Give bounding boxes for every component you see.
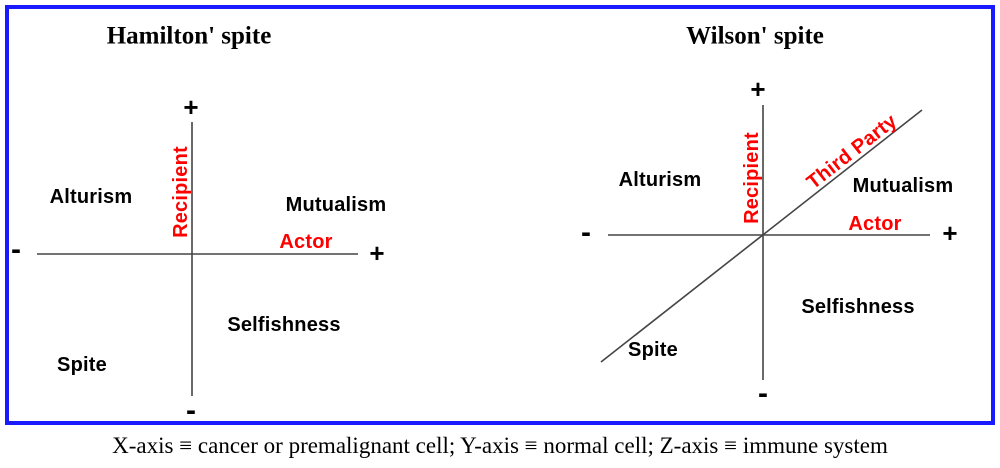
hamilton-quadrant-top-right: Mutualism (285, 194, 387, 216)
figure-caption: X-axis ≡ cancer or premalignant cell; Y-… (112, 433, 888, 458)
wilson-quadrant-bottom-left: Spite (628, 339, 678, 361)
hamilton-quadrant-top-left: Alturism (49, 186, 133, 208)
hamilton-x-minus-sign: - (11, 233, 21, 266)
hamilton-y-minus-sign: - (186, 394, 196, 427)
wilson-quadrant-top-left: Alturism (618, 169, 702, 191)
figure-border (5, 5, 995, 425)
hamilton-quadrant-bottom-right: Selfishness (227, 314, 341, 336)
wilson-z-axis-line (600, 109, 923, 363)
hamilton-y-axis-label: Recipient (170, 146, 192, 238)
hamilton-y-plus-sign: + (183, 92, 199, 122)
wilson-x-plus-sign: + (942, 218, 958, 248)
wilson-y-axis-label: Recipient (741, 132, 763, 224)
wilson-title: Wilson' spite (686, 22, 824, 50)
hamilton-x-plus-sign: + (369, 238, 385, 268)
wilson-quadrant-top-right: Mutualism (852, 175, 954, 197)
hamilton-title: Hamilton' spite (106, 22, 272, 50)
wilson-quadrant-bottom-right: Selfishness (801, 296, 915, 318)
hamilton-quadrant-bottom-left: Spite (57, 354, 107, 376)
hamilton-x-axis-label: Actor (279, 231, 333, 253)
wilson-x-axis-label: Actor (848, 213, 902, 235)
wilson-y-minus-sign: - (758, 377, 768, 410)
wilson-x-minus-sign: - (581, 216, 591, 249)
wilson-y-plus-sign: + (750, 74, 766, 104)
